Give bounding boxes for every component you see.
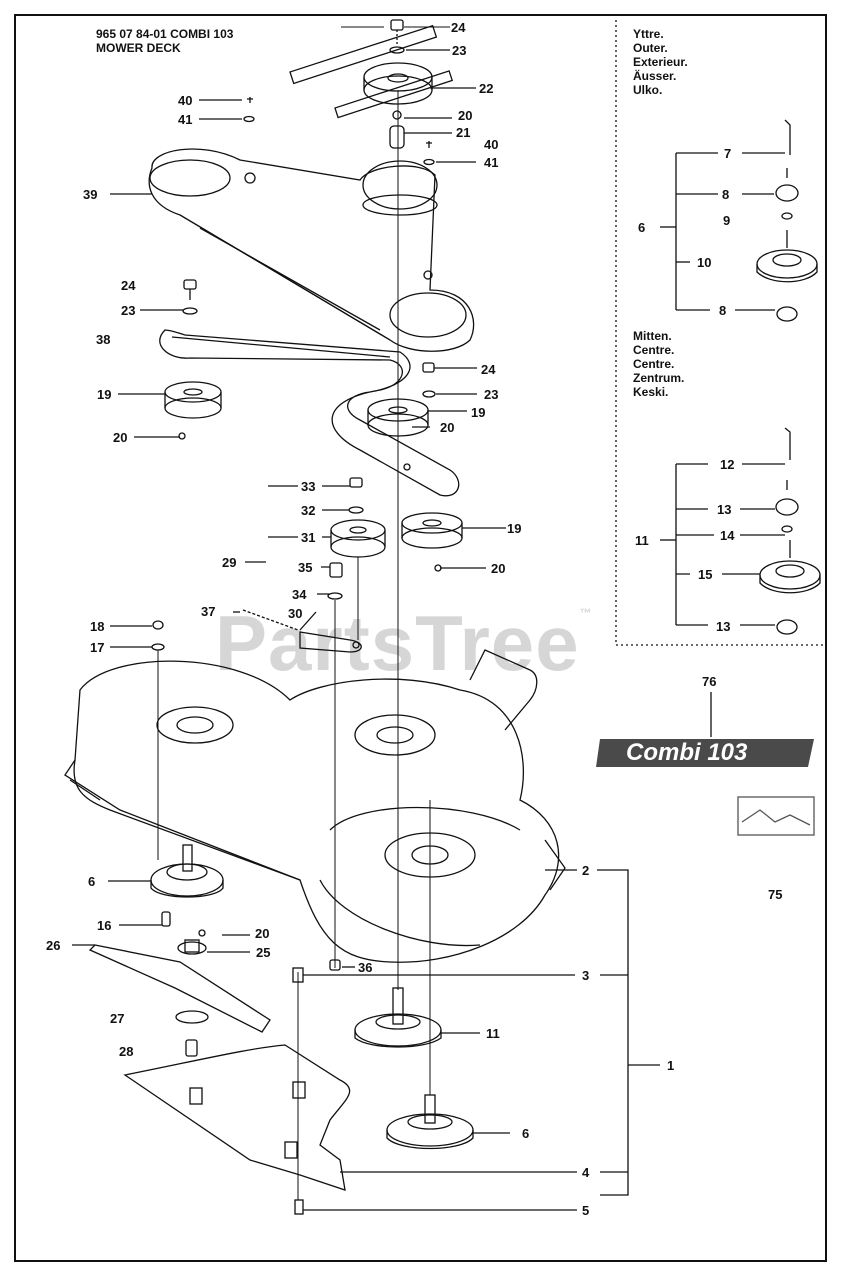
inset-centre-label-4: Zentrum.	[633, 371, 685, 385]
bolt-24-left	[183, 279, 197, 290]
callout-35: 35	[298, 560, 312, 575]
combi-badge-bg	[596, 739, 814, 767]
inset-centre-label-2: Centre.	[633, 343, 675, 357]
callout-30: 30	[288, 606, 302, 621]
inset-outer-label-5: Ulko.	[633, 83, 663, 97]
belt-38	[159, 329, 460, 497]
callout-41b: 41	[484, 155, 498, 170]
callout-76: 76	[702, 674, 716, 689]
inset-outer-label-4: Äusser.	[633, 69, 677, 83]
inset-centre-label-5: Keski.	[633, 385, 669, 399]
callout-25: 25	[256, 945, 270, 960]
callout-2: 2	[582, 863, 589, 878]
callout-36: 36	[358, 960, 372, 975]
diagram-frame	[14, 14, 827, 1262]
spindle-6-right	[386, 1094, 474, 1150]
callout-4: 4	[582, 1165, 590, 1180]
callout-38: 38	[96, 332, 110, 347]
callout-24c: 24	[481, 362, 496, 377]
callout-16: 16	[97, 918, 111, 933]
callout-23a: 23	[452, 43, 466, 58]
spindle-11	[354, 987, 442, 1048]
callout-34: 34	[292, 587, 307, 602]
callout-24a: 24	[451, 20, 466, 35]
decal-75	[737, 796, 815, 836]
callout-6a: 6	[88, 874, 95, 889]
callout-20b: 20	[113, 430, 127, 445]
inset-callout-12: 12	[720, 457, 734, 472]
screw-40-left	[247, 97, 253, 103]
callout-20e: 20	[255, 926, 269, 941]
callout-24b: 24	[121, 278, 136, 293]
inset-callout-10: 10	[697, 255, 711, 270]
inset-callout-15: 15	[698, 567, 712, 582]
callout-19c: 19	[507, 521, 521, 536]
inset-callout-11: 11	[635, 533, 649, 548]
callout-41a: 41	[178, 112, 192, 127]
baffle-plate-4	[123, 1044, 351, 1191]
inset-callout-14: 14	[720, 528, 735, 543]
callout-27: 27	[110, 1011, 124, 1026]
idler-pulley-19-right	[401, 512, 463, 549]
callout-75: 75	[768, 887, 782, 902]
bolt-24	[389, 19, 405, 54]
callout-39: 39	[83, 187, 97, 202]
inset-outer-label-2: Outer.	[633, 41, 668, 55]
inset-callout-13b: 13	[716, 619, 730, 634]
spindle-6-left	[150, 844, 224, 898]
callout-6b: 6	[522, 1126, 529, 1141]
callout-3: 3	[582, 968, 589, 983]
belt-cover-39	[148, 148, 475, 352]
callout-31: 31	[301, 530, 315, 545]
callout-21: 21	[456, 125, 470, 140]
callout-23b: 23	[121, 303, 135, 318]
callout-20c: 20	[440, 420, 454, 435]
diagram-title-line2: MOWER DECK	[96, 41, 181, 55]
inset-border	[615, 20, 826, 646]
callout-37: 37	[201, 604, 215, 619]
callout-40b: 40	[484, 137, 498, 152]
callout-33: 33	[301, 479, 315, 494]
inset-outer-label-3: Exterieur.	[633, 55, 688, 69]
callout-11: 11	[486, 1026, 500, 1041]
inset-centre-label-1: Mitten.	[633, 329, 672, 343]
inset-callout-9: 9	[723, 213, 730, 228]
callout-18: 18	[90, 619, 104, 634]
inset-callout-8b: 8	[719, 303, 726, 318]
inset-centre-label-3: Centre.	[633, 357, 675, 371]
diagram-title-line1: 965 07 84-01 COMBI 103	[96, 27, 234, 41]
inset-callout-13a: 13	[717, 502, 731, 517]
callout-26: 26	[46, 938, 60, 953]
callout-29: 29	[222, 555, 236, 570]
tensioner-pulley-31	[330, 519, 386, 558]
callout-19b: 19	[471, 405, 485, 420]
idler-pulley-19-left	[164, 381, 222, 419]
callout-32: 32	[301, 503, 315, 518]
combi-103-badge: Combi 103	[626, 739, 748, 766]
callout-1: 1	[667, 1058, 674, 1073]
deck-handle	[469, 649, 538, 731]
screw-40-right	[426, 141, 432, 148]
mower-deck	[73, 660, 560, 963]
callout-20d: 20	[491, 561, 505, 576]
inset-outer-label-1: Yttre.	[633, 27, 664, 41]
callout-5: 5	[582, 1203, 589, 1218]
inset-callout-6: 6	[638, 220, 645, 235]
watermark-logo: PartsTree™	[215, 599, 593, 687]
inset-callout-8a: 8	[722, 187, 729, 202]
callout-19a: 19	[97, 387, 111, 402]
callout-28: 28	[119, 1044, 133, 1059]
tension-arm-30	[299, 631, 362, 653]
top-pulley	[289, 24, 454, 119]
callout-17: 17	[90, 640, 104, 655]
spacer-21	[389, 125, 405, 149]
callout-20a: 20	[458, 108, 472, 123]
callout-22: 22	[479, 81, 493, 96]
callout-40a: 40	[178, 93, 192, 108]
blade-26	[88, 944, 271, 1033]
callout-23c: 23	[484, 387, 498, 402]
inset-callout-7: 7	[724, 146, 731, 161]
